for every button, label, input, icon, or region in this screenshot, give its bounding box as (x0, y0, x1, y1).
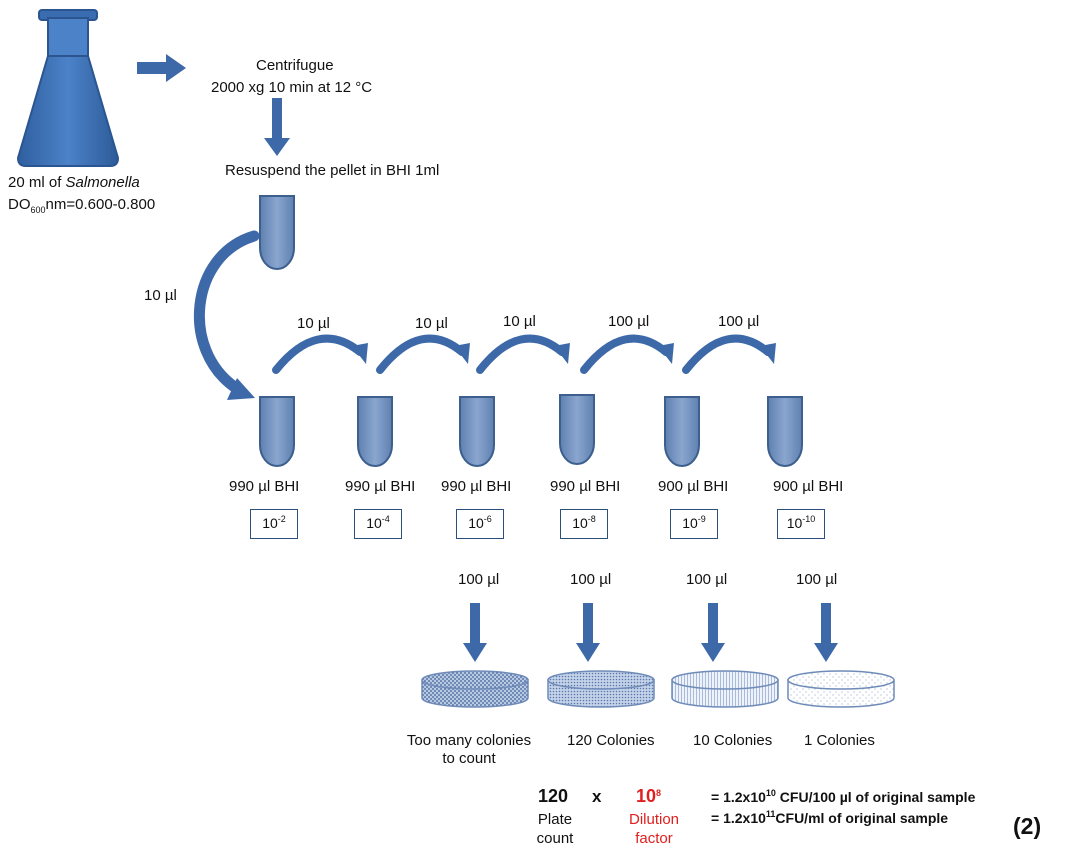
dilution-box: 10-2 (250, 509, 298, 539)
dilution-tube-icon (459, 396, 495, 467)
tube-media-label: 990 µl BHI (441, 478, 512, 495)
flask-icon (16, 9, 120, 167)
first-transfer-volume: 10 µl (144, 287, 177, 304)
dilution-tube-icon (559, 394, 595, 465)
plating-volume-label: 100 µl (458, 571, 500, 588)
down-arrow-icon (701, 603, 725, 662)
plating-arrows (463, 603, 838, 662)
curved-arrow-icon (376, 334, 470, 374)
curved-arrow-icon (272, 334, 368, 374)
transfer-volume-label: 10 µl (415, 315, 448, 332)
petri-dish-icon (671, 670, 779, 708)
plate-result-label: 1 Colonies (804, 732, 875, 749)
transfer-volume-label: 100 µl (718, 313, 760, 330)
curved-arrow-icon (580, 334, 674, 374)
multiply-sign: x (592, 787, 602, 806)
petri-plates (421, 670, 895, 708)
dilution-box: 10-8 (560, 509, 608, 539)
serial-transfer-arrows (272, 334, 776, 374)
down-arrow-icon (814, 603, 838, 662)
transfer-volume-label: 100 µl (608, 313, 650, 330)
flask-volume-label: 20 ml of Salmonella (8, 174, 140, 191)
optical-density-label: DO600nm=0.600-0.800 (8, 196, 156, 215)
dilution-tubes (259, 394, 803, 467)
dilution-box: 10-4 (354, 509, 402, 539)
petri-dish-icon (547, 670, 655, 708)
curved-transfer-arrow-icon (193, 230, 260, 400)
plating-volume-label: 100 µl (570, 571, 612, 588)
plate-result-label: 120 Colonies (567, 732, 655, 749)
centrifuge-title: Centrifugue (256, 57, 334, 74)
tube-media-label: 900 µl BHI (773, 478, 844, 495)
resuspend-instruction: Resuspend the pellet in BHI 1ml (225, 162, 440, 179)
dilution-tube-icon (664, 396, 700, 467)
plating-volume-label: 100 µl (796, 571, 838, 588)
plate-result-label: 10 Colonies (693, 732, 773, 749)
result-per-100ul: = 1.2x1010 CFU/100 µl of original sample (711, 788, 976, 806)
dilution-box: 10-9 (670, 509, 718, 539)
dilution-box: 10-6 (456, 509, 504, 539)
stock-tube-icon (259, 195, 295, 270)
tube-media-label: 900 µl BHI (658, 478, 729, 495)
transfer-volume-label: 10 µl (503, 313, 536, 330)
dilution-tube-icon (259, 396, 295, 467)
curved-arrow-icon (476, 334, 570, 374)
right-arrow-icon (137, 54, 186, 82)
tube-media-label: 990 µl BHI (229, 478, 300, 495)
petri-dish-icon (421, 670, 529, 708)
down-arrow-icon (576, 603, 600, 662)
tube-media-label: 990 µl BHI (550, 478, 621, 495)
dilution-factor-value: 108 (636, 786, 662, 806)
figure-number: (2) (1013, 813, 1042, 839)
down-arrow-icon (463, 603, 487, 662)
dilution-box: 10-10 (777, 509, 825, 539)
result-per-ml: = 1.2x1011CFU/ml of original sample (711, 809, 949, 827)
transfer-volume-label: 10 µl (297, 315, 330, 332)
petri-dish-icon (787, 670, 895, 708)
down-arrow-icon (264, 98, 290, 156)
centrifuge-conditions: 2000 xg 10 min at 12 °C (211, 79, 373, 96)
curved-arrow-icon (682, 334, 776, 374)
dilution-tube-icon (767, 396, 803, 467)
tube-media-label: 990 µl BHI (345, 478, 416, 495)
dilution-tube-icon (357, 396, 393, 467)
plating-volume-label: 100 µl (686, 571, 728, 588)
plate-count-value: 120 (538, 786, 569, 806)
